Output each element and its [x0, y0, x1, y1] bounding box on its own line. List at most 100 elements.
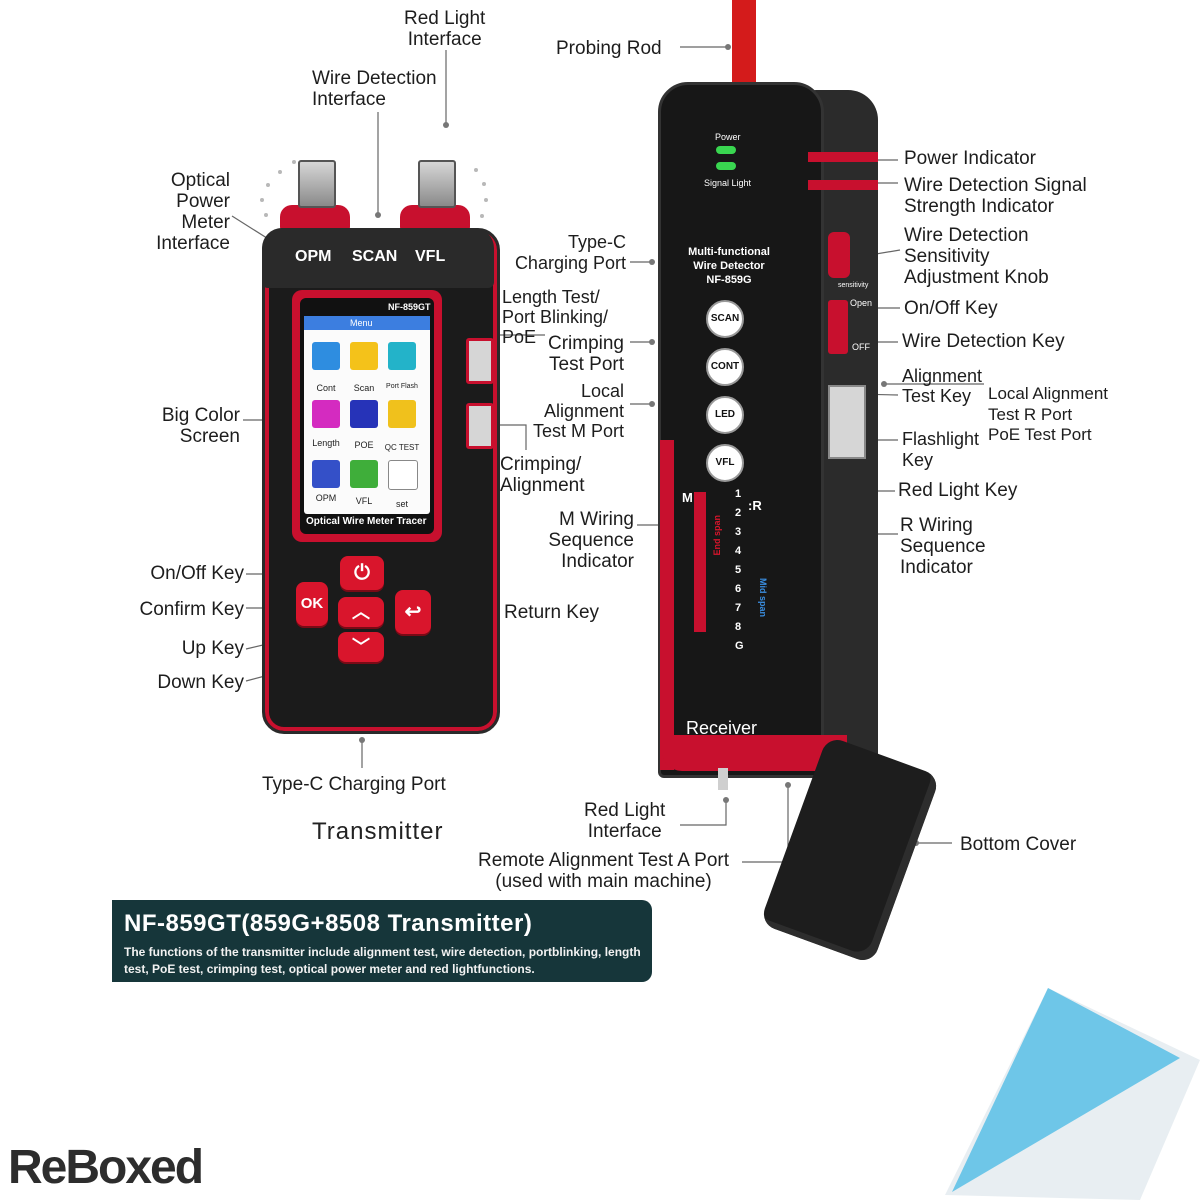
screen-model: NF-859GT	[388, 302, 431, 312]
tx-onoff-key-label: On/Off Key	[150, 563, 244, 584]
length-tile-icon[interactable]	[312, 400, 340, 428]
rx-type-c-label: Type-C Charging Port	[514, 232, 626, 273]
tx-optical-power-meter-label: Optical Power Meter Interface	[156, 170, 230, 254]
tx-crimping-alignment-label: Crimping/ Alignment	[500, 454, 585, 496]
rx-poe-test-port-label: PoE Test Port	[988, 425, 1092, 444]
rx-probing-rod-label: Probing Rod	[556, 38, 662, 59]
sensitivity-small-label: sensitivity	[838, 282, 869, 289]
receiver-side-stripe	[808, 152, 878, 162]
tx-length-test-label: Length Test/ Port Blinking/ PoE	[502, 287, 609, 347]
led-button[interactable]: LED	[706, 396, 744, 434]
receiver-device-label: Receiver	[686, 718, 758, 738]
onoff-switch[interactable]	[828, 300, 848, 354]
vfl-button[interactable]: VFL	[706, 444, 744, 482]
seq-3: 3	[735, 526, 742, 538]
signal-led	[716, 162, 736, 170]
mid-span-label: Mid span	[758, 578, 768, 618]
tx-up-key-label: Up Key	[181, 638, 244, 659]
tile-label-cont: Cont	[316, 383, 336, 393]
rx-remote-alignment-label: Remote Alignment Test A Port (used with …	[478, 850, 730, 892]
power-small-label: Power	[715, 132, 741, 142]
cont-button[interactable]: CONT	[706, 348, 744, 386]
seq-4: 4	[735, 545, 742, 557]
seq-8: 8	[735, 621, 742, 633]
tx-wire-detection-interface-label: Wire Detection Interface	[312, 68, 437, 110]
rx-m-wiring-label: M Wiring Sequence Indicator	[548, 509, 634, 572]
signal-light-small-label: Signal Light	[704, 178, 752, 188]
tile-label-opm: OPM	[315, 493, 337, 503]
corner-peel-graphic	[945, 988, 1200, 1200]
rx-crimping-test-port-label: Crimping Test Port	[547, 333, 624, 375]
receiver-model: Multi-functional Wire Detector NF-859G	[688, 246, 770, 286]
info-banner	[112, 900, 652, 982]
reboxed-logo: ReBoxed	[8, 1141, 204, 1194]
return-button-icon[interactable]: ↩	[395, 590, 431, 634]
screen-menu-bar	[304, 316, 430, 330]
tx-return-key-label: Return Key	[504, 602, 600, 623]
opm-tile-icon[interactable]	[312, 460, 340, 488]
banner-description: The functions of the transmitter include…	[124, 945, 641, 976]
tx-big-color-screen-label: Big Color Screen	[161, 405, 240, 447]
m-sequence-label: M:	[682, 490, 698, 505]
tile-label-set: set	[395, 499, 408, 509]
tile-label-poe: POE	[354, 440, 374, 450]
tile-label-scan: Scan	[353, 383, 375, 393]
rx-red-light-interface-label: Red Light Interface	[584, 800, 666, 842]
port-flash-tile-icon[interactable]	[388, 342, 416, 370]
screen-footer: Optical Wire Meter Tracer	[306, 516, 427, 527]
m-sequence-bar	[694, 492, 706, 632]
receiver-side-stripe-2	[808, 180, 878, 190]
vfl-tile-icon[interactable]	[350, 460, 378, 488]
seq-1: 1	[735, 488, 742, 500]
seq-5: 5	[735, 564, 742, 576]
tx-red-light-interface-label: Red Light Interface	[404, 8, 486, 50]
poe-tile-icon[interactable]	[350, 400, 378, 428]
tile-label-vfl: VFL	[355, 496, 373, 506]
tx-type-c-label: Type-C Charging Port	[262, 774, 446, 795]
crimping-alignment-port[interactable]	[466, 403, 494, 449]
seq-g: G	[735, 640, 744, 652]
off-small-label: OFF	[852, 342, 870, 352]
rx-power-indicator-label: Power Indicator	[904, 148, 1037, 169]
red-light-port[interactable]	[718, 768, 728, 790]
seq-7: 7	[735, 602, 742, 614]
settings-gear-icon[interactable]	[388, 460, 418, 490]
sensitivity-knob-icon[interactable]	[828, 232, 850, 278]
vfl-connector-icon	[418, 160, 456, 208]
rx-r-wiring-label: R Wiring Sequence Indicator	[900, 515, 986, 578]
transmitter-connector-base-right	[400, 205, 470, 229]
rx-flashlight-key-label: Flashlight Key	[902, 429, 980, 470]
receiver-red-trim	[660, 440, 674, 770]
transmitter-title: Transmitter	[312, 818, 444, 845]
scan-label: SCAN	[352, 248, 398, 265]
qc-test-tile-icon[interactable]	[388, 400, 416, 428]
seq-2: 2	[735, 507, 742, 519]
screen-menu-title: Menu	[350, 318, 373, 328]
opm-connector-icon	[298, 160, 336, 208]
receiver-body	[658, 82, 824, 778]
length-test-port[interactable]	[466, 338, 494, 384]
down-button-icon[interactable]: ﹀	[338, 632, 384, 662]
up-button-icon[interactable]: ︿	[338, 597, 384, 627]
tile-label-length: Length	[312, 438, 340, 448]
vfl-label: VFL	[415, 248, 446, 265]
ok-button[interactable]: OK	[296, 582, 328, 626]
rx-wire-signal-label: Wire Detection Signal Strength Indicator	[904, 175, 1087, 217]
rj45-port-icon[interactable]	[828, 385, 866, 459]
opm-label: OPM	[295, 248, 332, 265]
power-button-icon[interactable]: ⏻	[340, 556, 384, 590]
open-small-label: Open	[850, 298, 873, 308]
rx-bottom-cover-label: Bottom Cover	[960, 834, 1077, 855]
tile-label-port-flash: Port Flash	[386, 383, 418, 390]
scan-button[interactable]: SCAN	[706, 300, 744, 338]
end-span-label: End span	[712, 515, 722, 556]
rx-red-light-key-label: Red Light Key	[898, 480, 1018, 501]
tx-confirm-key-label: Confirm Key	[139, 599, 244, 620]
rx-onoff-key-label: On/Off Key	[904, 298, 998, 319]
rx-sensitivity-knob-label: Wire Detection Sensitivity Adjustment Kn…	[904, 225, 1049, 288]
transmitter-top-panel	[262, 228, 494, 288]
rx-wire-detection-key-label: Wire Detection Key	[902, 331, 1065, 352]
scan-tile-icon[interactable]	[350, 342, 378, 370]
rx-local-alignment-r-label: Local Alignment Test R Port	[988, 384, 1109, 424]
cont-tile-icon[interactable]	[312, 342, 340, 370]
